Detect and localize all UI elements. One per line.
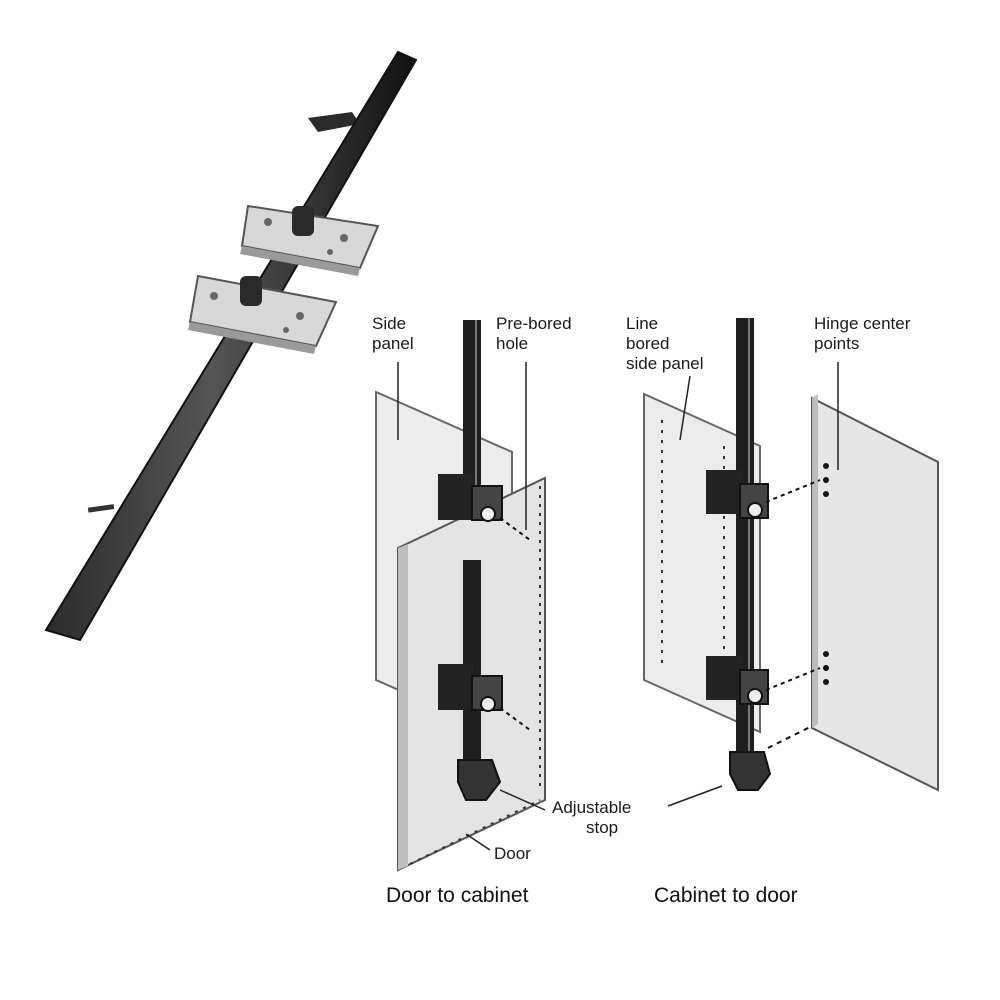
lower-clamp-right xyxy=(706,656,821,705)
label-line-bored-line1: Line xyxy=(626,314,659,333)
label-hinge-center-line1: Hinge center xyxy=(814,314,911,333)
label-line-bored-side-panel: Line bored side panel xyxy=(626,314,704,374)
adjustable-stop-left xyxy=(457,759,502,801)
label-hinge-center-line2: points xyxy=(814,334,860,353)
lower-plate-knob xyxy=(240,276,262,306)
label-hinge-center-points: Hinge center points xyxy=(814,314,910,354)
door-panel-right xyxy=(811,396,939,792)
lower-plate-edge xyxy=(188,322,316,354)
label-adjustable-stop-line1: Adjustable xyxy=(552,798,632,817)
caption-door-to-cabinet: Door to cabinet xyxy=(386,884,529,907)
jig-handle xyxy=(308,112,360,132)
label-line-bored-line3: side panel xyxy=(626,354,704,373)
label-line-bored-line2: bored xyxy=(626,334,670,353)
label-pre-bored-hole: Pre-bored hole xyxy=(496,314,572,354)
jig-photo xyxy=(44,50,418,642)
label-pre-bored-line1: Pre-bored xyxy=(496,314,572,333)
door-to-cabinet-diagram xyxy=(375,320,546,872)
label-side-panel-line1: Side xyxy=(372,314,407,333)
upper-plate-edge xyxy=(240,246,360,276)
lower-clamp-left xyxy=(438,664,531,731)
jig-pin xyxy=(87,504,115,513)
adjustable-stop-right xyxy=(729,751,772,791)
label-pre-bored-line2: hole xyxy=(496,334,529,353)
label-adjustable-stop: Adjustable stop xyxy=(552,798,631,838)
upper-clamp-left xyxy=(438,474,531,541)
label-side-panel: Side panel xyxy=(372,314,414,354)
jig-bar xyxy=(44,50,418,642)
cabinet-to-door-diagram xyxy=(643,318,939,807)
label-adjustable-stop-line2: stop xyxy=(586,818,619,837)
upper-plate-knob xyxy=(292,206,314,236)
caption-cabinet-to-door: Cabinet to door xyxy=(654,884,798,907)
label-side-panel-line2: panel xyxy=(372,334,414,353)
label-door: Door xyxy=(494,844,531,863)
upper-clamp-right xyxy=(706,470,821,519)
